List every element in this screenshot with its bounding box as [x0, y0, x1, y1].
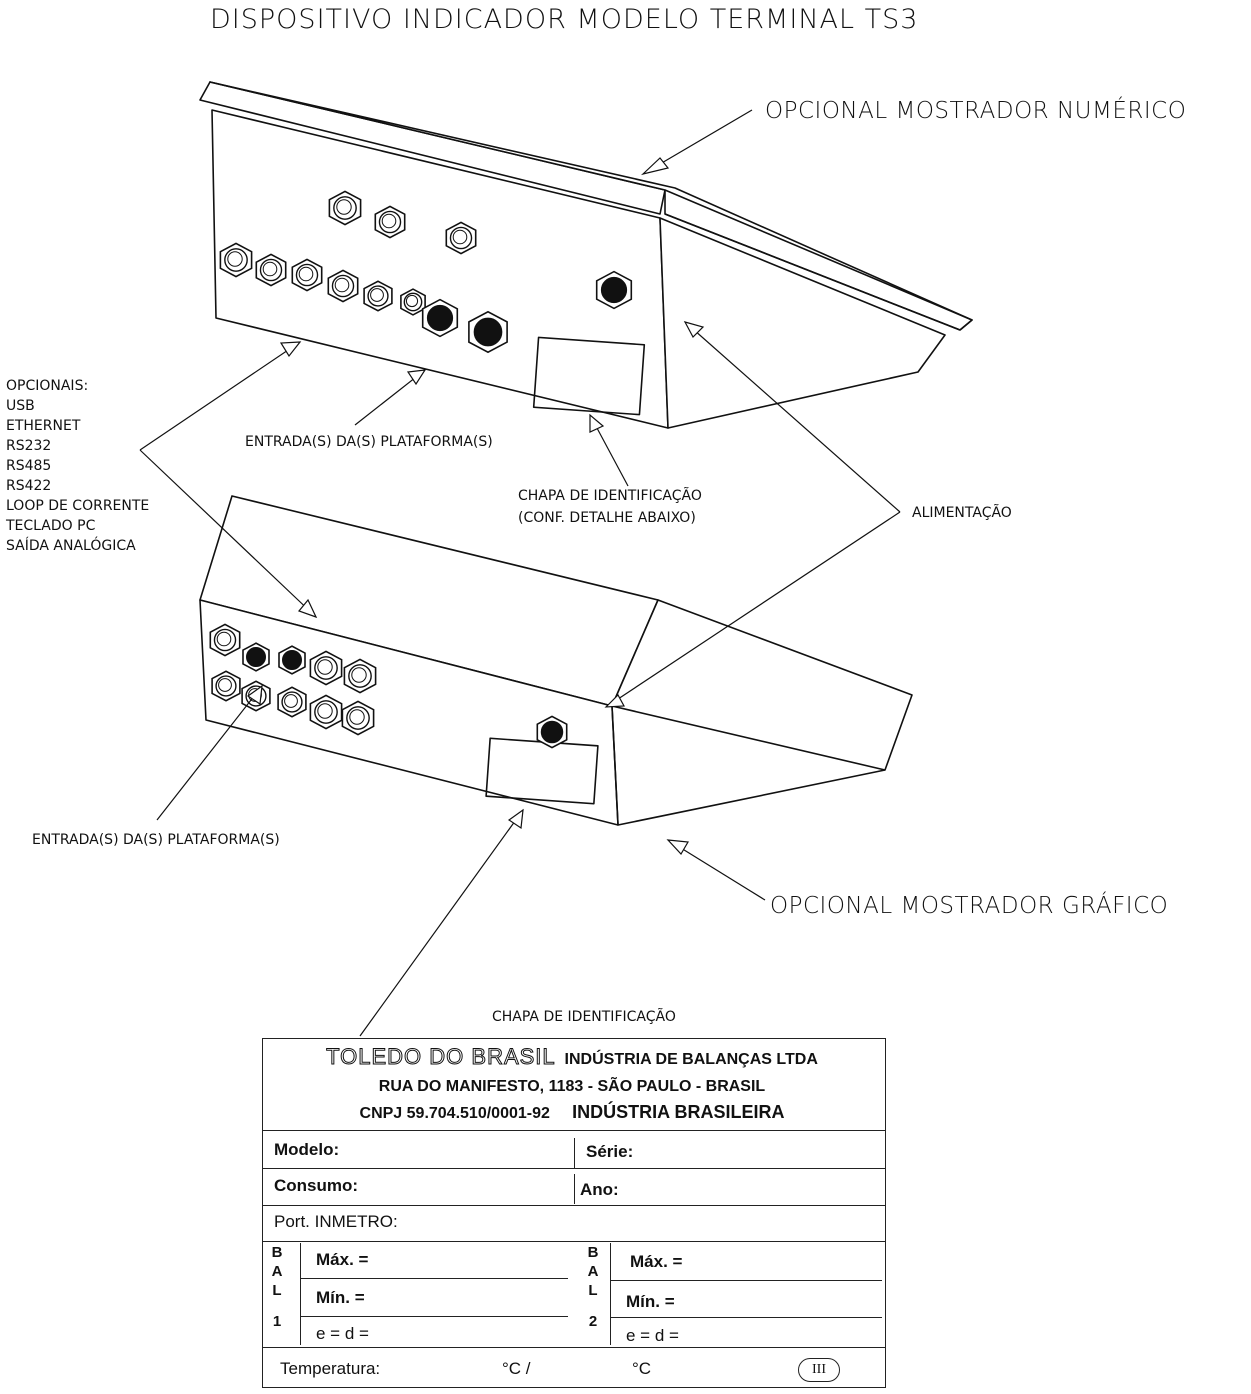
cable-gland-icon	[242, 642, 270, 672]
optional-item: TECLADO PC	[6, 518, 96, 534]
plate-address: RUA DO MANIFESTO, 1183 - SÃO PAULO - BRA…	[378, 1078, 766, 1095]
cable-gland-icon	[211, 670, 241, 702]
optional-item: USB	[6, 398, 35, 414]
optional-item: SAÍDA ANALÓGICA	[6, 538, 136, 554]
bal1-letter: L	[272, 1282, 282, 1299]
cable-gland-icon	[328, 190, 362, 226]
bal2-letter: A	[587, 1263, 599, 1280]
bal2-letter: L	[588, 1282, 598, 1299]
identification-plate: TOLEDO DO BRASIL INDÚSTRIA DE BALANÇAS L…	[258, 1038, 886, 1388]
bal1-letter: 1	[272, 1313, 282, 1330]
nameplate-callout-line2: (CONF. DETALHE ABAIXO)	[518, 510, 696, 526]
cable-gland-icon	[536, 715, 568, 749]
bal2-max: Máx. =	[630, 1252, 683, 1271]
cable-gland-icon	[468, 310, 508, 354]
cable-gland-icon	[209, 623, 241, 657]
plate-header-line3: CNPJ 59.704.510/0001-92 INDÚSTRIA BRASIL…	[258, 1102, 886, 1123]
bal1-letter: B	[271, 1244, 283, 1261]
nameplate-detail-title: CHAPA DE IDENTIFICAÇÃO	[492, 1009, 676, 1025]
graphic-display-callout: OPCIONAL MOSTRADOR GRÁFICO	[770, 893, 1169, 919]
bal2-letter: 2	[588, 1313, 598, 1330]
optional-item: RS485	[6, 458, 52, 474]
accuracy-class-badge: III	[798, 1358, 840, 1382]
cable-gland-icon	[341, 700, 375, 736]
field-serie: Série:	[586, 1142, 634, 1161]
graphic-terminal-device	[199, 495, 913, 826]
bal2-letter: B	[587, 1244, 599, 1261]
cable-gland-icon	[278, 645, 306, 675]
field-ano: Ano:	[580, 1180, 619, 1199]
optionals-list: OPCIONAIS: USB ETHERNET RS232 RS485 RS42…	[6, 376, 149, 556]
bottom-cable-glands	[209, 623, 568, 749]
cable-gland-icon	[291, 258, 323, 292]
cable-gland-icon	[309, 694, 343, 730]
optionals-header: OPCIONAIS:	[6, 378, 89, 394]
numeric-terminal-device	[199, 81, 973, 429]
cable-gland-icon	[595, 270, 633, 310]
optional-item: RS422	[6, 478, 52, 494]
bal2-ed: e = d =	[626, 1326, 679, 1345]
bal2-min: Mín. =	[626, 1292, 675, 1311]
cable-gland-icon	[363, 280, 393, 312]
bal1-label: B A L 1	[270, 1243, 284, 1331]
top-cable-glands	[219, 190, 633, 354]
cnpj: CNPJ 59.704.510/0001-92	[359, 1105, 550, 1122]
platform-input-callout-bottom: ENTRADA(S) DA(S) PLATAFORMA(S)	[32, 832, 280, 848]
cable-gland-icon	[309, 650, 343, 686]
plate-header-line1: TOLEDO DO BRASIL INDÚSTRIA DE BALANÇAS L…	[258, 1044, 886, 1070]
field-consumo: Consumo:	[274, 1176, 359, 1195]
optional-item: RS232	[6, 438, 52, 454]
bal1-max: Máx. =	[316, 1250, 369, 1269]
platform-input-callout-top: ENTRADA(S) DA(S) PLATAFORMA(S)	[245, 434, 493, 450]
nameplate-callout-line1: CHAPA DE IDENTIFICAÇÃO	[518, 488, 702, 504]
page-title: DISPOSITIVO INDICADOR MODELO TERMINAL TS…	[210, 4, 919, 35]
cable-gland-icon	[374, 205, 406, 239]
optional-item: LOOP DE CORRENTE	[6, 498, 150, 514]
brand-name: TOLEDO DO BRASIL	[326, 1044, 556, 1070]
bal1-letter: A	[271, 1263, 283, 1280]
bal2-label: B A L 2	[586, 1243, 600, 1331]
field-temperatura: Temperatura:	[280, 1359, 381, 1378]
cable-gland-icon	[400, 288, 426, 316]
field-modelo: Modelo:	[274, 1140, 340, 1159]
company-name: INDÚSTRIA DE BALANÇAS LTDA	[564, 1051, 818, 1068]
cable-gland-icon	[327, 269, 359, 303]
cable-gland-icon	[421, 298, 459, 338]
power-supply-callout: ALIMENTAÇÃO	[912, 505, 1012, 521]
cable-gland-icon	[219, 242, 253, 278]
cable-gland-icon	[255, 253, 287, 287]
numeric-display-callout: OPCIONAL MOSTRADOR NUMÉRICO	[765, 98, 1187, 124]
optional-item: ETHERNET	[6, 418, 81, 434]
origin: INDÚSTRIA BRASILEIRA	[572, 1102, 785, 1122]
cable-gland-icon	[343, 658, 377, 694]
bal1-ed: e = d =	[316, 1324, 369, 1343]
temp-unit-2: °C	[632, 1359, 652, 1378]
cable-gland-icon	[277, 686, 307, 718]
bal1-min: Mín. =	[316, 1288, 365, 1307]
field-port-inmetro: Port. INMETRO:	[274, 1212, 398, 1231]
temp-unit-1: °C /	[502, 1359, 531, 1378]
cable-gland-icon	[445, 221, 477, 255]
